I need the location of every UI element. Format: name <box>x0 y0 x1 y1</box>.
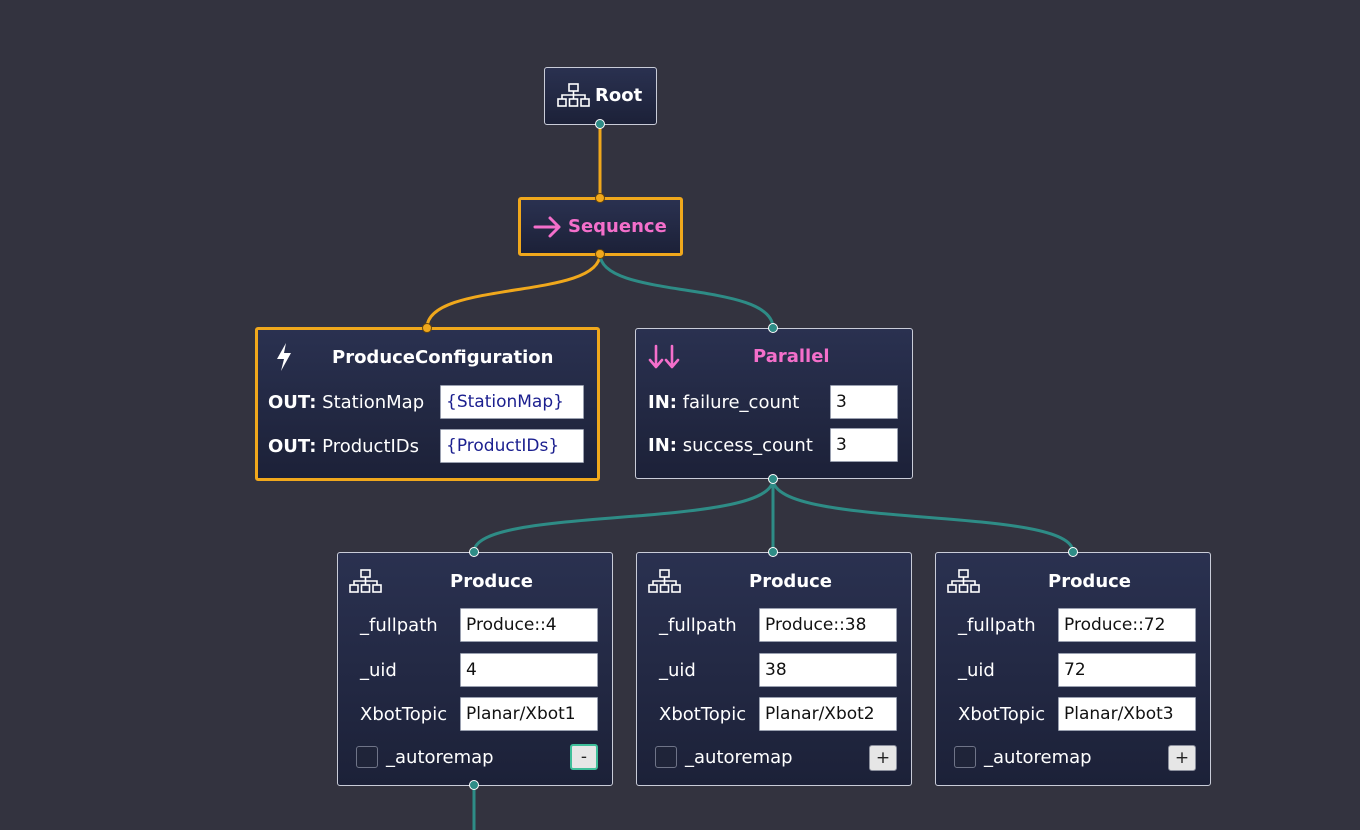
produce-1-input-port[interactable] <box>469 547 479 557</box>
autoremap-checkbox[interactable] <box>356 746 378 768</box>
success-count-input[interactable] <box>830 428 898 462</box>
sequence-title: Sequence <box>568 216 667 237</box>
wire-parallel-produce-1 <box>472 478 775 553</box>
wire-sequence-parallel <box>598 253 775 329</box>
root-node[interactable]: Root <box>544 67 657 125</box>
autoremap-label: _autoremap <box>984 747 1092 768</box>
port-row-label: OUT: StationMap <box>268 392 424 413</box>
parallel-node[interactable]: Parallel IN: failure_count IN: success_c… <box>635 328 913 479</box>
lightning-icon <box>277 343 291 371</box>
uid-label: _uid <box>958 660 995 681</box>
sequence-output-port[interactable] <box>595 249 605 259</box>
port-direction: OUT: <box>268 436 317 457</box>
uid-input[interactable] <box>460 653 598 687</box>
parallel-input-port[interactable] <box>768 323 778 333</box>
uid-label: _uid <box>659 660 696 681</box>
parallel-output-port[interactable] <box>768 474 778 484</box>
sequence-node[interactable]: Sequence <box>518 197 683 256</box>
produce-node-3[interactable]: Produce _fullpath _uid XbotTopic _autore… <box>935 552 1211 786</box>
xbottopic-label: XbotTopic <box>659 704 747 725</box>
produce-2-input-port[interactable] <box>768 547 778 557</box>
fullpath-label: _fullpath <box>360 615 438 636</box>
uid-input[interactable] <box>1058 653 1196 687</box>
uid-label: _uid <box>360 660 397 681</box>
uid-input[interactable] <box>759 653 897 687</box>
failure-count-input[interactable] <box>830 385 898 419</box>
fullpath-label: _fullpath <box>659 615 737 636</box>
tree-icon <box>648 569 681 593</box>
root-title: Root <box>595 85 643 106</box>
produce-1-output-port[interactable] <box>469 780 479 790</box>
stationmap-port-input[interactable] <box>440 385 584 419</box>
produce-title: Produce <box>749 571 833 592</box>
fullpath-input[interactable] <box>759 608 897 642</box>
port-row-label: IN: success_count <box>648 435 813 456</box>
arrow-right-icon <box>533 216 561 238</box>
produce-3-input-port[interactable] <box>1068 547 1078 557</box>
xbottopic-label: XbotTopic <box>958 704 1046 725</box>
parallel-title: Parallel <box>753 346 830 367</box>
fullpath-input[interactable] <box>460 608 598 642</box>
expand-ports-button[interactable]: + <box>1168 745 1196 771</box>
port-row-label: OUT: ProductIDs <box>268 436 419 457</box>
port-direction: IN: <box>648 435 677 456</box>
double-arrow-down-icon <box>648 344 680 369</box>
xbottopic-label: XbotTopic <box>360 704 448 725</box>
wire-sequence-produceconfiguration <box>425 253 602 329</box>
root-output-port[interactable] <box>595 119 605 129</box>
sequence-input-port[interactable] <box>595 193 605 203</box>
autoremap-checkbox[interactable] <box>954 746 976 768</box>
produce-title: Produce <box>450 571 534 592</box>
fullpath-input[interactable] <box>1058 608 1196 642</box>
produce-title: Produce <box>1048 571 1132 592</box>
xbottopic-input[interactable] <box>1058 697 1196 731</box>
tree-icon <box>349 569 382 593</box>
tree-icon <box>557 83 590 107</box>
produce-node-2[interactable]: Produce _fullpath _uid XbotTopic _autore… <box>636 552 912 786</box>
xbottopic-input[interactable] <box>460 697 598 731</box>
productids-port-input[interactable] <box>440 429 584 463</box>
produce-node-1[interactable]: Produce _fullpath _uid XbotTopic _autore… <box>337 552 613 786</box>
port-row-label: IN: failure_count <box>648 392 799 413</box>
fullpath-label: _fullpath <box>958 615 1036 636</box>
expand-ports-button[interactable]: + <box>869 745 897 771</box>
port-name: success_count <box>682 435 813 456</box>
autoremap-label: _autoremap <box>685 747 793 768</box>
port-name: ProductIDs <box>322 436 420 457</box>
port-direction: OUT: <box>268 392 317 413</box>
autoremap-label: _autoremap <box>386 747 494 768</box>
port-name: StationMap <box>322 392 425 413</box>
xbottopic-input[interactable] <box>759 697 897 731</box>
produce-configuration-node[interactable]: ProduceConfiguration OUT: StationMap OUT… <box>255 327 600 481</box>
produce-configuration-title: ProduceConfiguration <box>332 347 554 368</box>
tree-icon <box>947 569 980 593</box>
autoremap-checkbox[interactable] <box>655 746 677 768</box>
collapse-ports-button[interactable]: - <box>570 744 598 770</box>
produce-configuration-input-port[interactable] <box>422 323 432 333</box>
port-direction: IN: <box>648 392 677 413</box>
port-name: failure_count <box>682 392 800 413</box>
wire-parallel-produce-3 <box>771 478 1075 553</box>
